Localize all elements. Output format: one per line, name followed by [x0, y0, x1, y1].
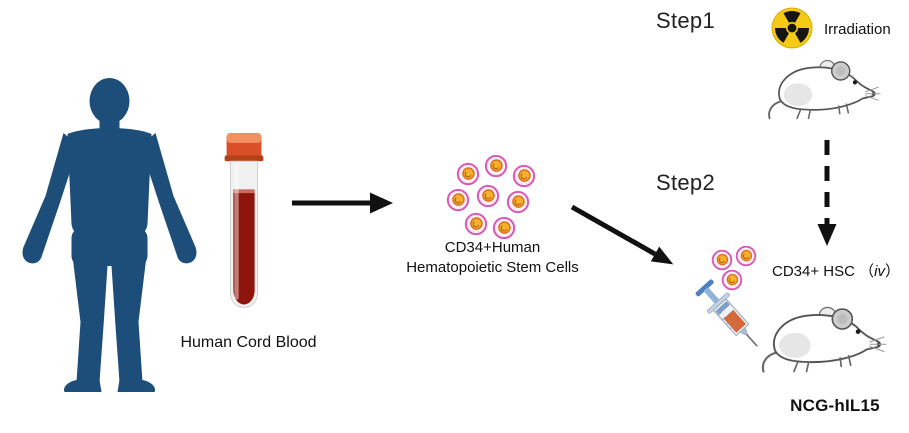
- hsc-label-prefix: CD34+ HSC （: [772, 263, 875, 280]
- step2-label: Step2: [656, 170, 715, 195]
- syringe-icon: [695, 279, 758, 347]
- step1-label: Step1: [656, 8, 715, 33]
- arrow-right-icon: [292, 192, 393, 214]
- radiation-icon: [771, 7, 813, 49]
- mouse-icon-model: [760, 298, 892, 380]
- stem-cells-label-line1: CD34+Human: [444, 239, 541, 256]
- blood-tube-icon: [224, 133, 264, 308]
- human-silhouette: [22, 78, 197, 392]
- mouse-icon-irradiated: [766, 52, 886, 126]
- mouse-model-label: NCG-hIL15: [790, 396, 880, 415]
- stem-cells-label: CD34+Human Hematopoietic Stem Cells: [385, 238, 600, 278]
- blood-fill: [233, 193, 255, 305]
- irradiation-label: Irradiation: [824, 21, 891, 38]
- stem-cells-label-line2: Hematopoietic Stem Cells: [406, 259, 579, 276]
- arrow-dashed-down-icon: [817, 140, 837, 246]
- hsc-label-iv: iv: [874, 263, 885, 280]
- hsc-label-suffix: ）: [884, 263, 900, 280]
- hsc-iv-label: CD34+ HSC （iv）: [772, 262, 900, 282]
- cord-blood-label: Human Cord Blood: [180, 334, 317, 351]
- arrow-diagonal-icon: [570, 204, 674, 265]
